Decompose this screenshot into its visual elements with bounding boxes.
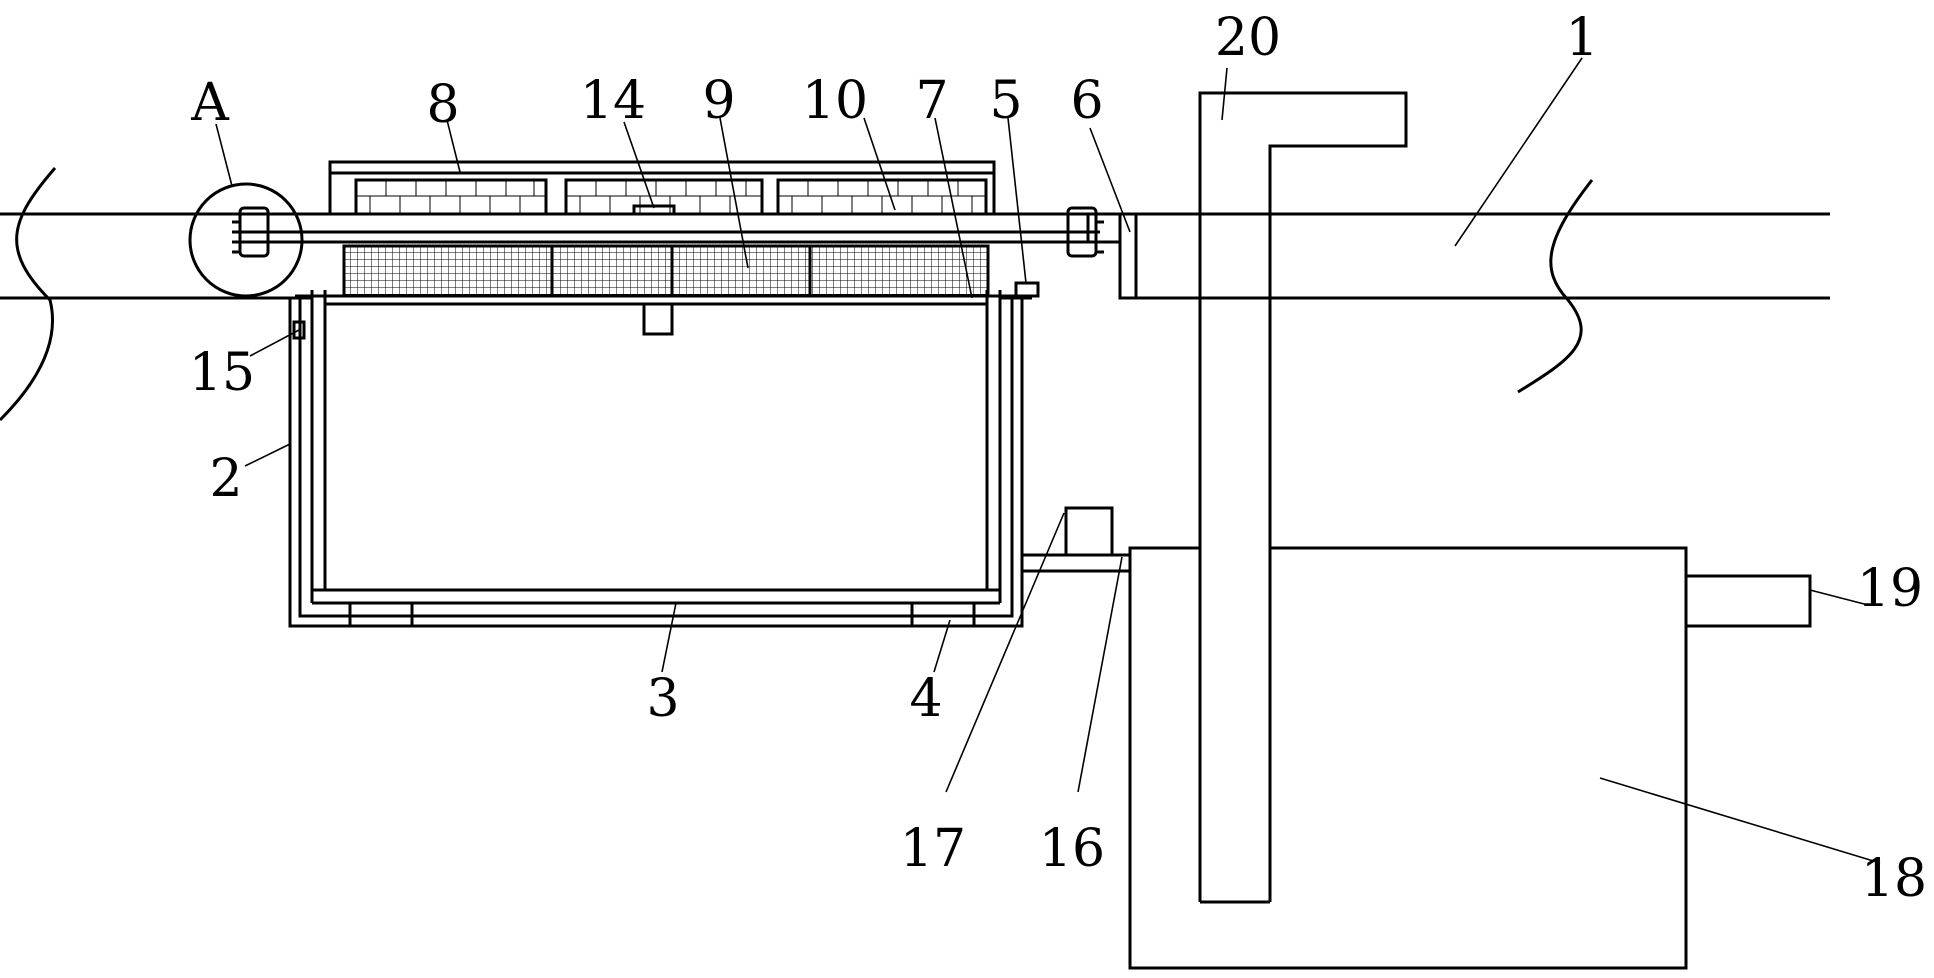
part-labels: A 8 14 9 10 7 5 6 20 1 15 2 3 4 17 16 19… [189,8,1927,909]
label-15: 15 [189,343,255,403]
label-8: 8 [426,75,459,135]
label-17: 17 [900,819,966,879]
connecting-pipe [1022,553,1130,573]
label-7: 7 [915,71,948,131]
label-10: 10 [802,71,868,131]
filter-basket [310,290,1002,605]
drive-shaft [232,204,1100,244]
sluice-bracket [1086,212,1138,300]
scraper-block [642,302,674,336]
roller-left [232,206,270,258]
stop-block-5 [1014,281,1040,298]
roller-right [1066,206,1104,258]
label-a: A [190,73,230,133]
label-16: 16 [1039,819,1105,879]
label-4: 4 [909,669,942,729]
label-19: 19 [1857,559,1923,619]
detail-circle-a [188,182,304,298]
support-block-left [348,601,414,628]
collection-box [280,296,1032,628]
label-2: 2 [209,449,242,509]
leader-lines [215,57,1881,864]
filter-mesh [342,244,990,298]
label-20: 20 [1215,8,1281,68]
label-6: 6 [1070,71,1103,131]
settling-tank [1128,546,1688,970]
label-1: 1 [1565,8,1598,68]
label-14: 14 [580,71,646,131]
grating-panels [354,178,988,216]
inlet-pipe [1198,91,1408,904]
outlet-pipe [1686,574,1812,628]
label-3: 3 [646,669,679,729]
label-9: 9 [702,71,735,131]
label-5: 5 [989,71,1022,131]
label-18: 18 [1861,849,1927,909]
support-block-right [910,601,976,628]
pump [1064,506,1114,557]
sensor-15 [292,320,306,340]
